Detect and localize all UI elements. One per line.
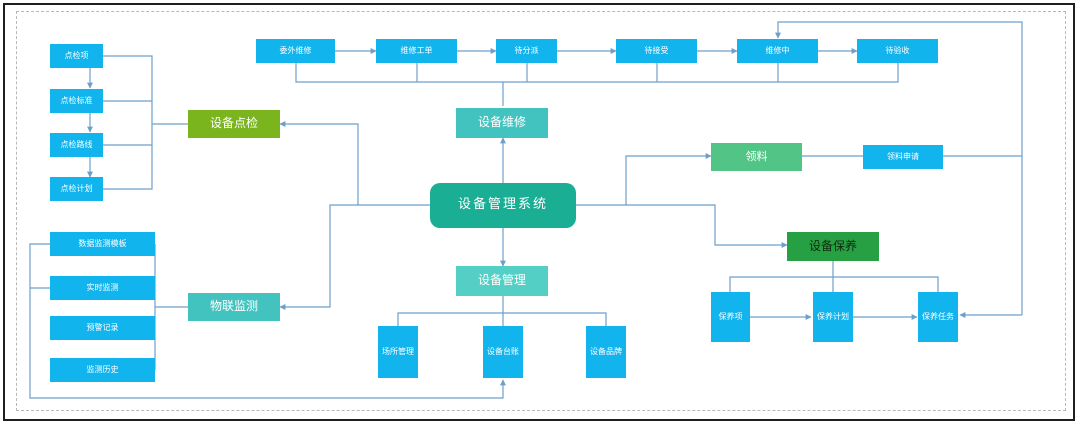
management-branch: 设备管理 [456,266,548,296]
dashed-frame [16,11,1066,411]
monitoring-item: 数据监测模板 [50,232,155,256]
inspection-item: 点检计划 [50,177,103,201]
management-item: 场所管理 [378,326,418,378]
materials-branch: 领料 [711,143,802,171]
repair-flow-step: 待验收 [857,39,938,63]
outer-frame [3,3,1075,421]
inspection-item: 点检路线 [50,133,103,157]
management-item: 设备品牌 [586,326,626,378]
repair-flow-step: 维修工单 [376,39,457,63]
repair-flow-step: 待分派 [496,39,557,63]
repair-flow-step: 维修中 [737,39,818,63]
materials-request: 领料申请 [863,145,943,169]
maintenance-branch: 设备保养 [787,232,879,261]
inspection-item: 点检项 [50,44,103,68]
maintenance-item: 保养计划 [813,292,853,342]
maintenance-item: 保养项 [711,292,750,342]
maintenance-item: 保养任务 [918,292,958,342]
monitoring-branch: 物联监测 [188,293,280,321]
monitoring-item: 实时监测 [50,276,155,300]
repair-flow-step: 委外维修 [256,39,335,63]
monitoring-item: 监测历史 [50,358,155,382]
repair-branch: 设备维修 [456,108,548,138]
inspection-branch: 设备点检 [188,110,280,138]
repair-flow-step: 待接受 [616,39,697,63]
inspection-item: 点检标准 [50,89,103,113]
monitoring-item: 预警记录 [50,316,155,340]
center-node: 设备管理系统 [430,183,576,228]
management-item: 设备台账 [483,326,523,378]
